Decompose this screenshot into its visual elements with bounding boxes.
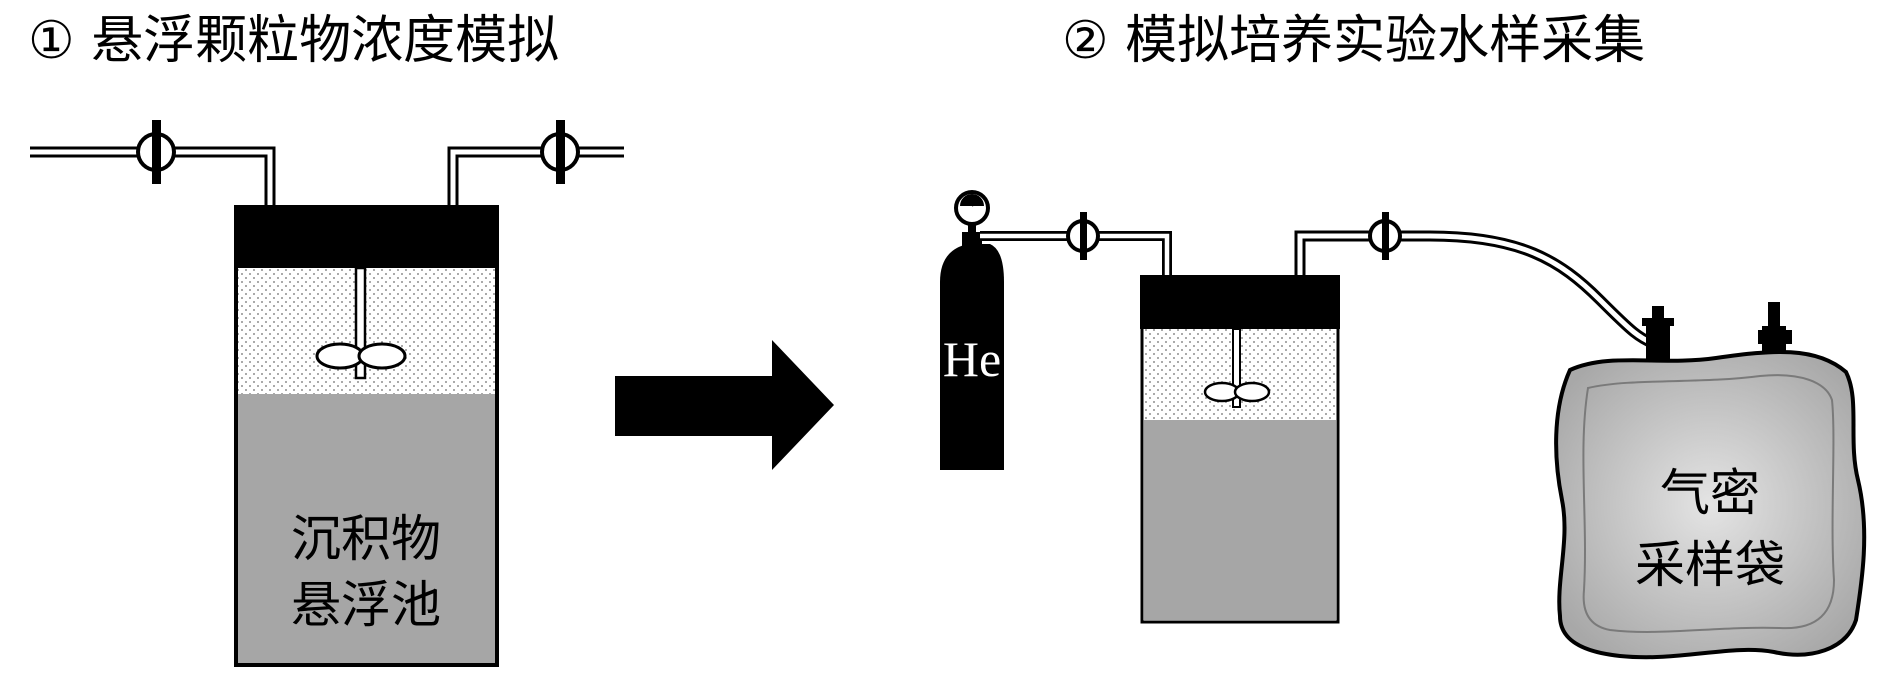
sampling-bag: 气密 采样袋 [1554,302,1867,660]
helium-cylinder: He [940,190,1004,470]
tank-label-line2: 悬浮池 [291,576,441,634]
valve-icon [136,120,176,184]
water-layer [238,268,495,394]
sample-outlet-tube [1294,230,1662,352]
process-arrow-icon [615,340,834,470]
bag-body [1554,349,1867,660]
incubation-tank [1140,275,1340,624]
tank-label-line1: 沉积物 [291,510,441,568]
valve-icon [540,120,580,184]
gas-inlet-tube [980,231,1172,345]
stirrer-icon [315,342,407,370]
bag-label-line1: 气密 [1660,464,1760,522]
stirrer-icon [1203,381,1271,403]
stirrer-shaft [354,266,367,380]
tank-lid [234,205,499,268]
stirrer-shaft [1232,328,1241,408]
cylinder-body [940,244,1004,470]
bag-label-line2: 采样袋 [1635,536,1785,594]
cylinder-label: He [943,331,1001,387]
valve-icon [1066,212,1100,260]
tank-lid [1140,275,1340,329]
step1-title: ① 悬浮颗粒物浓度模拟 [28,11,559,71]
suspension-tank: 沉积物 悬浮池 [30,120,624,667]
step2-title: ② 模拟培养实验水样采集 [1062,11,1645,71]
valve-icon [1368,212,1402,260]
sediment-layer [1144,420,1336,620]
pressure-gauge-icon [954,190,990,226]
sediment-layer [238,394,495,663]
